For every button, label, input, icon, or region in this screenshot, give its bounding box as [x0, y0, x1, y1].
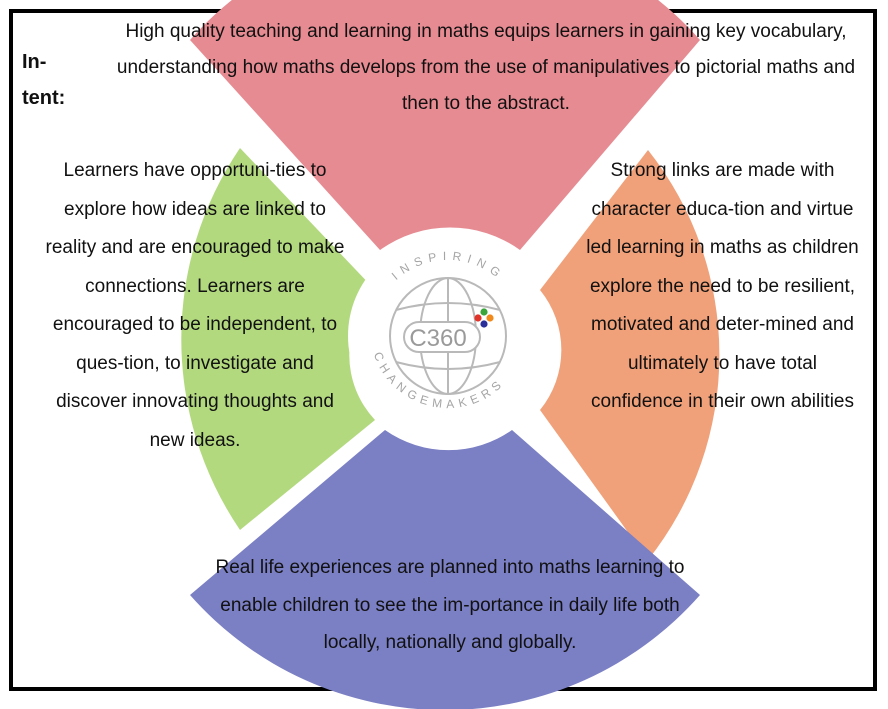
top-quadrant-text: High quality teaching and learning in ma…	[116, 21, 856, 114]
intent-label: In- tent:	[22, 51, 66, 109]
right-quadrant-petal	[540, 150, 720, 560]
logo-dot	[474, 314, 482, 322]
left-quadrant-text: Learners have opportuni-ties to explore …	[45, 160, 345, 451]
left-quadrant-petal	[181, 148, 375, 530]
logo-name-pill	[403, 321, 481, 353]
top-quadrant-petal	[190, 0, 700, 250]
logo-dot	[480, 308, 488, 316]
logo-name: C360	[409, 325, 466, 352]
logo-color-dots	[474, 308, 494, 328]
right-quadrant-text: Strong links are made with character edu…	[586, 160, 859, 412]
bottom-quadrant-text: Real life experiences are planned into m…	[215, 557, 685, 653]
bottom-quadrant-petal	[190, 430, 700, 709]
logo-dot	[486, 314, 494, 322]
logo-dot	[480, 320, 488, 328]
